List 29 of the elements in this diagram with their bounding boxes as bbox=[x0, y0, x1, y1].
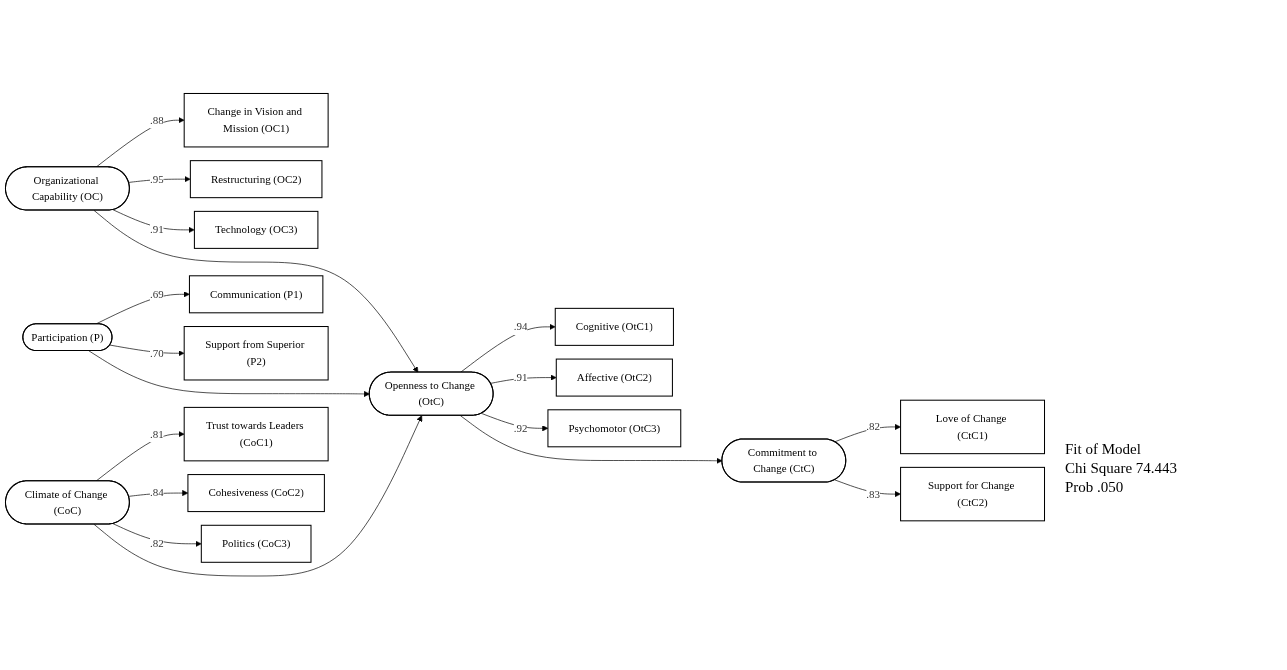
edge-label: .69 bbox=[149, 288, 164, 301]
node-box: Affective (OtC2) bbox=[555, 358, 673, 397]
node-box: Psychomotor (OtC3) bbox=[547, 409, 682, 448]
fit-note: Prob .050 bbox=[1065, 478, 1125, 497]
edge-label: .95 bbox=[149, 173, 164, 185]
edge-label: .91 bbox=[149, 223, 164, 236]
node-box: Trust towards Leaders (CoC1) bbox=[183, 407, 329, 462]
edge-label: .82 bbox=[866, 421, 881, 433]
edge-label: .94 bbox=[513, 320, 528, 333]
node-box: Love of Change (CtC1) bbox=[900, 399, 1046, 455]
node-box: Restructuring (OC2) bbox=[189, 160, 323, 199]
edge-label: .83 bbox=[866, 488, 881, 500]
edge-label: .70 bbox=[149, 347, 164, 359]
edge-label: .92 bbox=[513, 422, 528, 435]
node-box: Politics (CoC3) bbox=[200, 525, 312, 564]
edge-label: .82 bbox=[149, 537, 164, 550]
node-box: Technology (OC3) bbox=[193, 211, 319, 250]
edge-label: .81 bbox=[149, 428, 164, 440]
node-box: Communication (P1) bbox=[188, 275, 324, 314]
fit-note: Chi Square 74.443 bbox=[1065, 459, 1178, 478]
node-box: Support for Change (CtC2) bbox=[900, 467, 1046, 522]
node-box: Change in Vision and Mission (OC1) bbox=[183, 93, 329, 148]
edge-label: .88 bbox=[149, 114, 164, 126]
node-box: Support from Superior (P2) bbox=[183, 326, 329, 381]
node-box: Cohesiveness (CoC2) bbox=[187, 474, 325, 513]
edge-label: .84 bbox=[149, 487, 164, 499]
fit-note: Fit of Model bbox=[1065, 440, 1142, 459]
edge-label: .91 bbox=[513, 371, 528, 384]
node-box: Cognitive (OtC1) bbox=[554, 308, 674, 347]
